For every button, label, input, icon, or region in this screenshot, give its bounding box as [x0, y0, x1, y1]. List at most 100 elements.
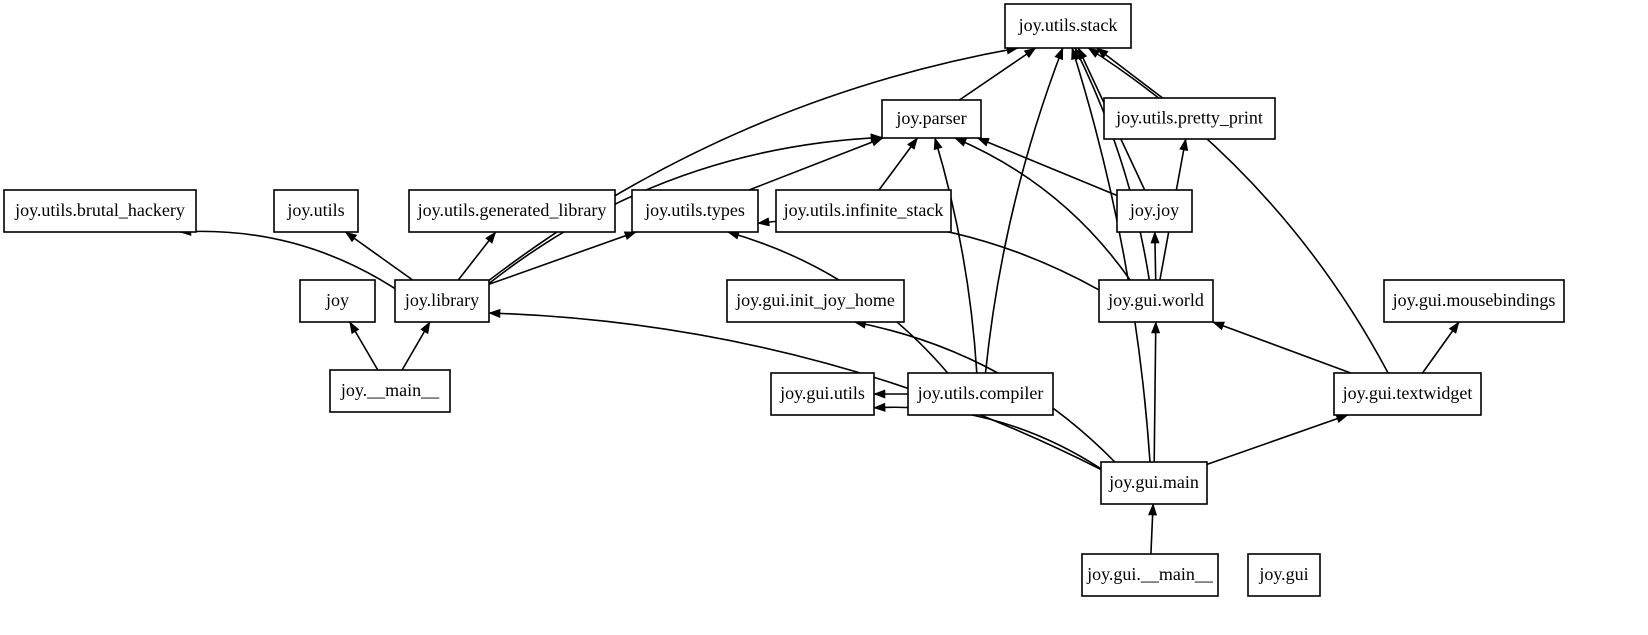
node-joy.utils.types[interactable]: joy.utils.types	[631, 189, 759, 233]
nodes-layer: joy.utils.stack joy.parser joy.utils.prett…	[3, 3, 1565, 597]
arrowhead-icon	[1179, 138, 1189, 151]
node-box[interactable]	[726, 279, 905, 323]
node-joy.library[interactable]: joy.library	[394, 279, 490, 323]
edge-line	[984, 47, 1064, 374]
node-box[interactable]	[770, 372, 875, 416]
node-box[interactable]	[3, 189, 197, 233]
node-label: joy.gui.mousebindings	[1392, 290, 1556, 310]
arrowhead-icon	[1071, 47, 1080, 61]
arrowhead-icon	[1054, 47, 1064, 61]
edge-line	[873, 406, 1102, 470]
arrowhead-icon	[1211, 321, 1225, 331]
node-box[interactable]	[881, 99, 982, 139]
node-label: joy.gui	[1258, 564, 1308, 584]
edge-line	[977, 137, 1118, 197]
node-label: joy.parser	[895, 108, 966, 128]
node-joy.utils[interactable]: joy.utils	[273, 189, 359, 233]
arrowhead-icon	[1150, 231, 1160, 244]
node-label: joy.utils.brutal_hackery	[14, 200, 185, 220]
arrowhead-icon	[485, 231, 497, 244]
node-joy[interactable]: joy	[299, 279, 376, 323]
node-label: joy.utils.stack	[1018, 15, 1118, 35]
node-joy.gui.main[interactable]: joy.gui.main	[1100, 461, 1208, 505]
arrowhead-icon	[870, 137, 884, 147]
node-label: joy.gui.textwidget	[1342, 383, 1473, 403]
edge-line	[179, 230, 396, 290]
node-joy.utils.pretty_print[interactable]: joy.utils.pretty_print	[1103, 97, 1276, 140]
node-box[interactable]	[631, 189, 759, 233]
node-box[interactable]	[1116, 189, 1193, 233]
arrowhead-icon	[873, 389, 886, 399]
edge-joy.library-to-joy.utils	[344, 231, 414, 281]
edge-joy.utils.compiler-to-joy.gui.utils	[873, 389, 908, 399]
node-joy.utils.brutal_hackery[interactable]: joy.utils.brutal_hackery	[3, 189, 197, 233]
edge-line	[488, 136, 883, 285]
arrowhead-icon	[1023, 47, 1037, 59]
edge-joy.gui.textwidget-to-joy.utils.stack	[1087, 47, 1389, 374]
node-joy.utils.generated_library[interactable]: joy.utils.generated_library	[408, 189, 616, 233]
arrowhead-icon	[1335, 414, 1349, 424]
arrowhead-icon	[344, 231, 358, 243]
node-box[interactable]	[394, 279, 490, 323]
node-joy.utils.compiler[interactable]: joy.utils.compiler	[907, 372, 1054, 416]
node-box[interactable]	[775, 189, 952, 233]
node-label: joy.gui.init_joy_home	[735, 290, 895, 310]
node-box[interactable]	[907, 372, 1054, 416]
node-box[interactable]	[273, 189, 359, 233]
edge-line	[488, 47, 1019, 282]
node-joy.gui.init_joy_home[interactable]: joy.gui.init_joy_home	[726, 279, 905, 323]
node-label: joy.gui.__main__	[1086, 564, 1214, 584]
edge-joy.gui.main-to-joy.utils.stack	[1071, 47, 1151, 463]
arrowhead-icon	[757, 217, 770, 227]
node-box[interactable]	[1383, 279, 1565, 323]
arrowhead-icon	[623, 231, 637, 241]
edge-joy.gui.__main__-to-joy.gui.main	[1148, 503, 1158, 555]
edge-line	[1153, 321, 1157, 463]
edge-joy.__main__-to-joy.library	[401, 321, 431, 371]
edge-joy.gui.main-to-joy.gui.utils	[873, 402, 1102, 470]
node-joy.gui.utils[interactable]: joy.gui.utils	[770, 372, 875, 416]
node-box[interactable]	[1247, 553, 1321, 597]
edge-line	[1074, 47, 1151, 281]
node-label: joy.utils.types	[644, 200, 745, 220]
node-box[interactable]	[299, 279, 376, 323]
node-joy.gui[interactable]: joy.gui	[1247, 553, 1321, 597]
node-box[interactable]	[1100, 461, 1208, 505]
arrowhead-icon	[1148, 503, 1158, 516]
node-joy.utils.infinite_stack[interactable]: joy.utils.infinite_stack	[775, 189, 952, 233]
edge-line	[1071, 47, 1151, 463]
node-joy.gui.__main__[interactable]: joy.gui.__main__	[1081, 553, 1219, 597]
node-label: joy.utils.generated_library	[417, 200, 607, 220]
arrowhead-icon	[1151, 321, 1161, 334]
edge-joy.gui.world-to-joy.joy	[1150, 231, 1160, 281]
arrowhead-icon	[933, 137, 943, 151]
node-label: joy.utils.pretty_print	[1115, 108, 1263, 128]
arrowhead-icon	[873, 402, 886, 412]
node-joy.gui.mousebindings[interactable]: joy.gui.mousebindings	[1383, 279, 1565, 323]
node-joy.gui.world[interactable]: joy.gui.world	[1098, 279, 1214, 323]
node-box[interactable]	[1004, 3, 1132, 49]
node-box[interactable]	[1081, 553, 1219, 597]
edge-joy.gui.main-to-joy.library	[488, 308, 1102, 471]
arrowhead-icon	[907, 137, 919, 150]
edge-joy.library-to-joy.utils.types	[488, 231, 637, 286]
arrowhead-icon	[349, 321, 360, 335]
node-label: joy.utils.compiler	[917, 383, 1044, 403]
node-box[interactable]	[329, 369, 451, 413]
arrowhead-icon	[1087, 47, 1101, 58]
node-label: joy.gui.main	[1108, 472, 1199, 492]
edge-joy.joy-to-joy.parser	[976, 137, 1118, 197]
node-box[interactable]	[1333, 372, 1482, 416]
node-box[interactable]	[1098, 279, 1214, 323]
node-joy.gui.textwidget[interactable]: joy.gui.textwidget	[1333, 372, 1482, 416]
node-box[interactable]	[408, 189, 616, 233]
node-joy.joy[interactable]: joy.joy	[1116, 189, 1193, 233]
edge-joy.gui.main-to-joy.gui.world	[1151, 321, 1161, 463]
node-box[interactable]	[1103, 97, 1276, 140]
node-joy.__main__[interactable]: joy.__main__	[329, 369, 451, 413]
node-joy.parser[interactable]: joy.parser	[881, 99, 982, 139]
edge-line	[1206, 414, 1348, 466]
node-joy.utils.stack[interactable]: joy.utils.stack	[1004, 3, 1132, 49]
